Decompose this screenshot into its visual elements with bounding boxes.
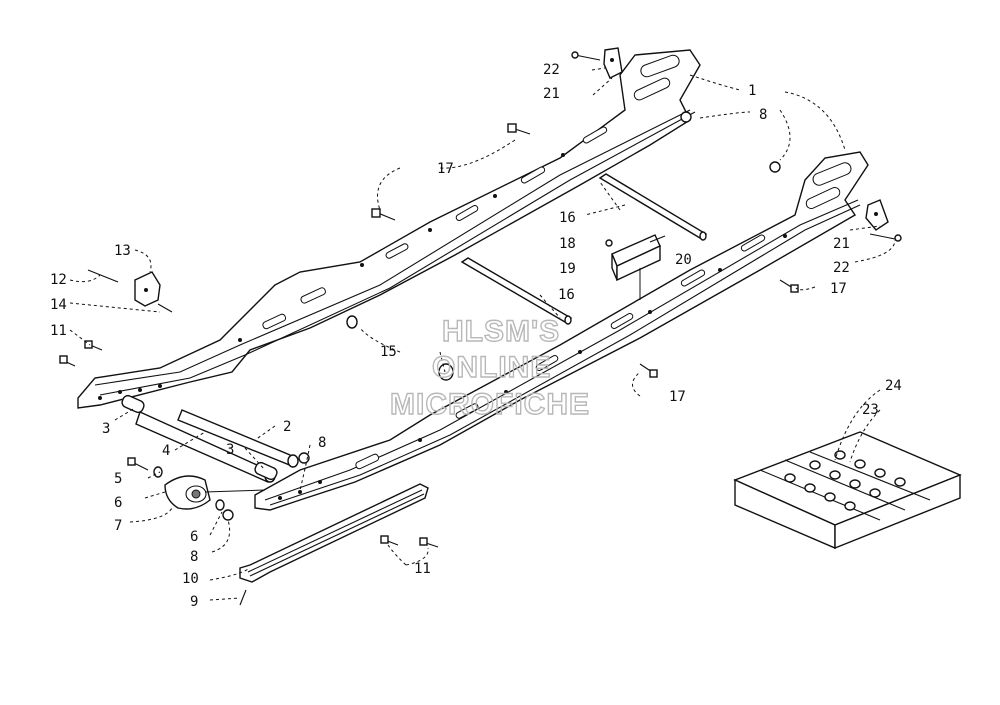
callout-9: 9	[190, 594, 198, 610]
idler-wheel	[164, 475, 211, 510]
stop-block	[611, 234, 661, 282]
cross-shaft-front	[460, 257, 573, 325]
callout-4: 4	[162, 443, 170, 459]
left-slide-rail	[254, 151, 869, 511]
spacer-3-left	[121, 394, 145, 414]
callout-8: 8	[318, 435, 326, 451]
pivot-bracket	[134, 271, 161, 307]
callout-3: 3	[226, 442, 234, 458]
callout-6: 6	[190, 529, 198, 545]
watermark: HLSM'S ONLINE MICROFICHE	[389, 314, 590, 421]
cross-shaft-rear	[598, 173, 708, 241]
callout-22: 22	[543, 62, 560, 78]
callout-21: 21	[543, 86, 560, 102]
callout-16: 16	[558, 287, 575, 303]
track-clips	[784, 450, 906, 511]
watermark-line-2: ONLINE	[432, 351, 551, 384]
callout-24: 24	[885, 378, 902, 394]
callout-17: 17	[830, 281, 847, 297]
leader-lines	[69, 67, 896, 601]
callout-11: 11	[414, 561, 431, 577]
callout-13: 13	[114, 243, 131, 259]
callout-14: 14	[50, 297, 67, 313]
axle-upper	[177, 409, 299, 468]
callout-6: 6	[114, 495, 122, 511]
bracket-rear	[603, 47, 623, 79]
callout-18: 18	[559, 236, 576, 252]
right-slide-rail	[77, 49, 701, 409]
callout-11: 11	[50, 323, 67, 339]
callout-20: 20	[675, 252, 692, 268]
callout-22: 22	[833, 260, 850, 276]
callout-21: 21	[833, 236, 850, 252]
spacer-3-right	[254, 461, 278, 481]
callout-8: 8	[759, 107, 767, 123]
callout-5: 5	[114, 471, 122, 487]
callout-8: 8	[190, 549, 198, 565]
callout-17: 17	[669, 389, 686, 405]
watermark-line-3: MICROFICHE	[390, 388, 590, 421]
callout-12: 12	[50, 272, 67, 288]
callout-17: 17	[437, 161, 454, 177]
callout-16: 16	[559, 210, 576, 226]
callout-labels: 1 2 3 3 4 5 6 6 7 8 8 8 9 10 11 11 12 13…	[50, 62, 902, 610]
hardware	[59, 51, 902, 606]
callout-1: 1	[748, 83, 756, 99]
hyfax-slide	[239, 483, 429, 583]
callout-2: 2	[283, 419, 291, 435]
watermark-line-1: HLSM'S	[442, 315, 560, 348]
callout-15: 15	[380, 344, 397, 360]
callout-10: 10	[182, 571, 199, 587]
callout-19: 19	[559, 261, 576, 277]
callout-23: 23	[862, 402, 879, 418]
bracket-front	[865, 199, 889, 231]
callout-3: 3	[102, 421, 110, 437]
track-section	[733, 431, 962, 550]
callout-7: 7	[114, 518, 122, 534]
